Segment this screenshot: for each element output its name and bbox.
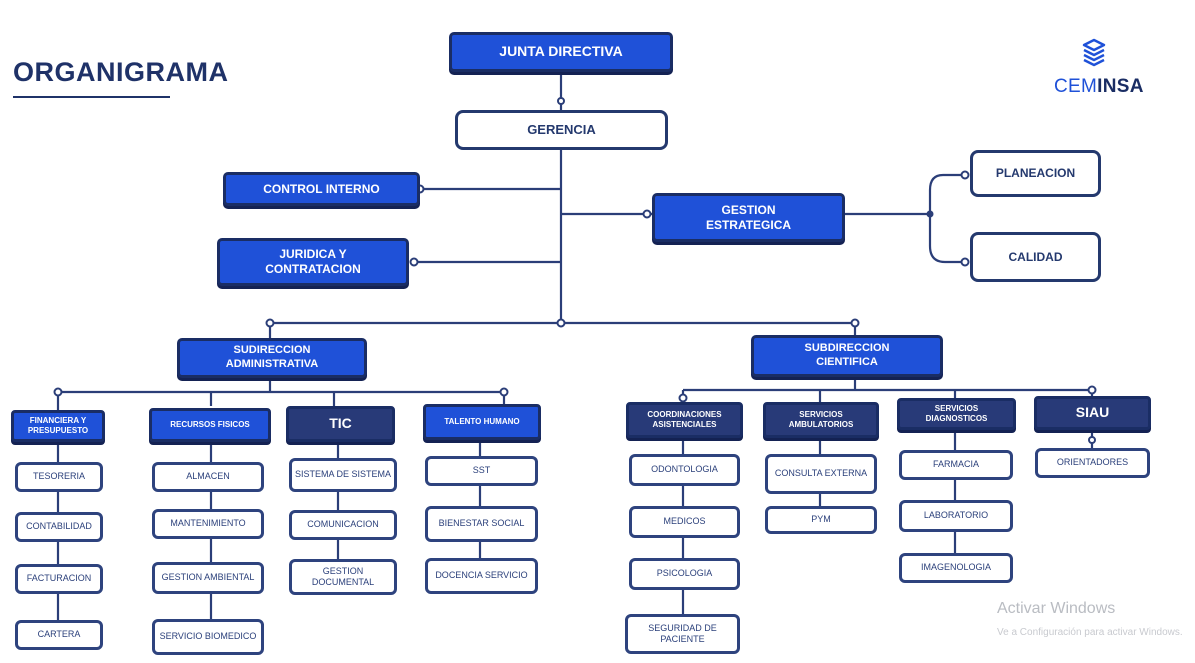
unit-mantenimiento: MANTENIMIENTO: [152, 509, 264, 539]
unit-docencia-servicio: DOCENCIA SERVICIO: [425, 558, 538, 594]
juridica-contratacion-box: JURIDICA Y CONTRATACION: [217, 238, 409, 286]
unit-imagenologia: IMAGENOLOGIA: [899, 553, 1013, 583]
unit-gestion-ambiental: GESTION AMBIENTAL: [152, 562, 264, 594]
unit-cartera: CARTERA: [15, 620, 103, 650]
unit-sistema-de-sistema: SISTEMA DE SISTEMA: [289, 458, 397, 492]
logo-text: CEMINSA: [1054, 76, 1143, 98]
unit-pym: PYM: [765, 506, 877, 534]
gestion-estrategica-box: GESTION ESTRATEGICA: [652, 193, 845, 242]
ceminsa-logo: CEMINSA: [1054, 38, 1143, 108]
unit-almacen: ALMACEN: [152, 462, 264, 492]
subdireccion-administrativa-box: SUDIRECCION ADMINISTRATIVA: [177, 338, 367, 378]
subdireccion-cientifica-box: SUBDIRECCION CIENTIFICA: [751, 335, 943, 377]
area-financiera-presupuesto: FINANCIERA Y PRESUPUESTO: [11, 410, 105, 442]
control-interno-box: CONTROL INTERNO: [223, 172, 420, 206]
ceminsa-logo-icon: [1082, 38, 1106, 67]
area-servicios-diagnosticos: SERVICIOS DIAGNOSTICOS: [897, 398, 1016, 430]
junta-directiva-box: JUNTA DIRECTIVA: [449, 32, 673, 72]
area-talento-humano: TALENTO HUMANO: [423, 404, 541, 440]
unit-psicologia: PSICOLOGIA: [629, 558, 740, 590]
unit-servicio-biomedico: SERVICIO BIOMEDICO: [152, 619, 264, 655]
unit-gestion-documental: GESTION DOCUMENTAL: [289, 559, 397, 595]
unit-tesoreria: TESORERIA: [15, 462, 103, 492]
unit-bienestar-social: BIENESTAR SOCIAL: [425, 506, 538, 542]
unit-farmacia: FARMACIA: [899, 450, 1013, 480]
unit-seguridad-de-paciente: SEGURIDAD DE PACIENTE: [625, 614, 740, 654]
unit-odontologia: ODONTOLOGIA: [629, 454, 740, 486]
logo-text-insa: INSA: [1097, 76, 1144, 97]
unit-laboratorio: LABORATORIO: [899, 500, 1013, 532]
unit-comunicacion: COMUNICACION: [289, 510, 397, 540]
gerencia-box: GERENCIA: [455, 110, 668, 150]
calidad-box: CALIDAD: [970, 232, 1101, 282]
area-siau: SIAU: [1034, 396, 1151, 430]
unit-medicos: MEDICOS: [629, 506, 740, 538]
area-recursos-fisicos: RECURSOS FISICOS: [149, 408, 271, 442]
area-coordinaciones-asistenciales: COORDINACIONES ASISTENCIALES: [626, 402, 743, 438]
activate-windows-hint: Ve a Configuración para activar Windows.: [997, 627, 1183, 638]
page-title: ORGANIGRAMA: [13, 57, 229, 87]
activate-windows-watermark: Activar Windows: [997, 600, 1116, 617]
title-underline: [13, 96, 170, 98]
unit-consulta-externa: CONSULTA EXTERNA: [765, 454, 877, 494]
area-servicios-ambulatorios: SERVICIOS AMBULATORIOS: [763, 402, 879, 438]
unit-sst: SST: [425, 456, 538, 486]
unit-orientadores: ORIENTADORES: [1035, 448, 1150, 478]
area-tic: TIC: [286, 406, 395, 442]
logo-text-cem: CEM: [1054, 76, 1098, 97]
unit-facturacion: FACTURACION: [15, 564, 103, 594]
unit-contabilidad: CONTABILIDAD: [15, 512, 103, 542]
planeacion-box: PLANEACION: [970, 150, 1101, 197]
